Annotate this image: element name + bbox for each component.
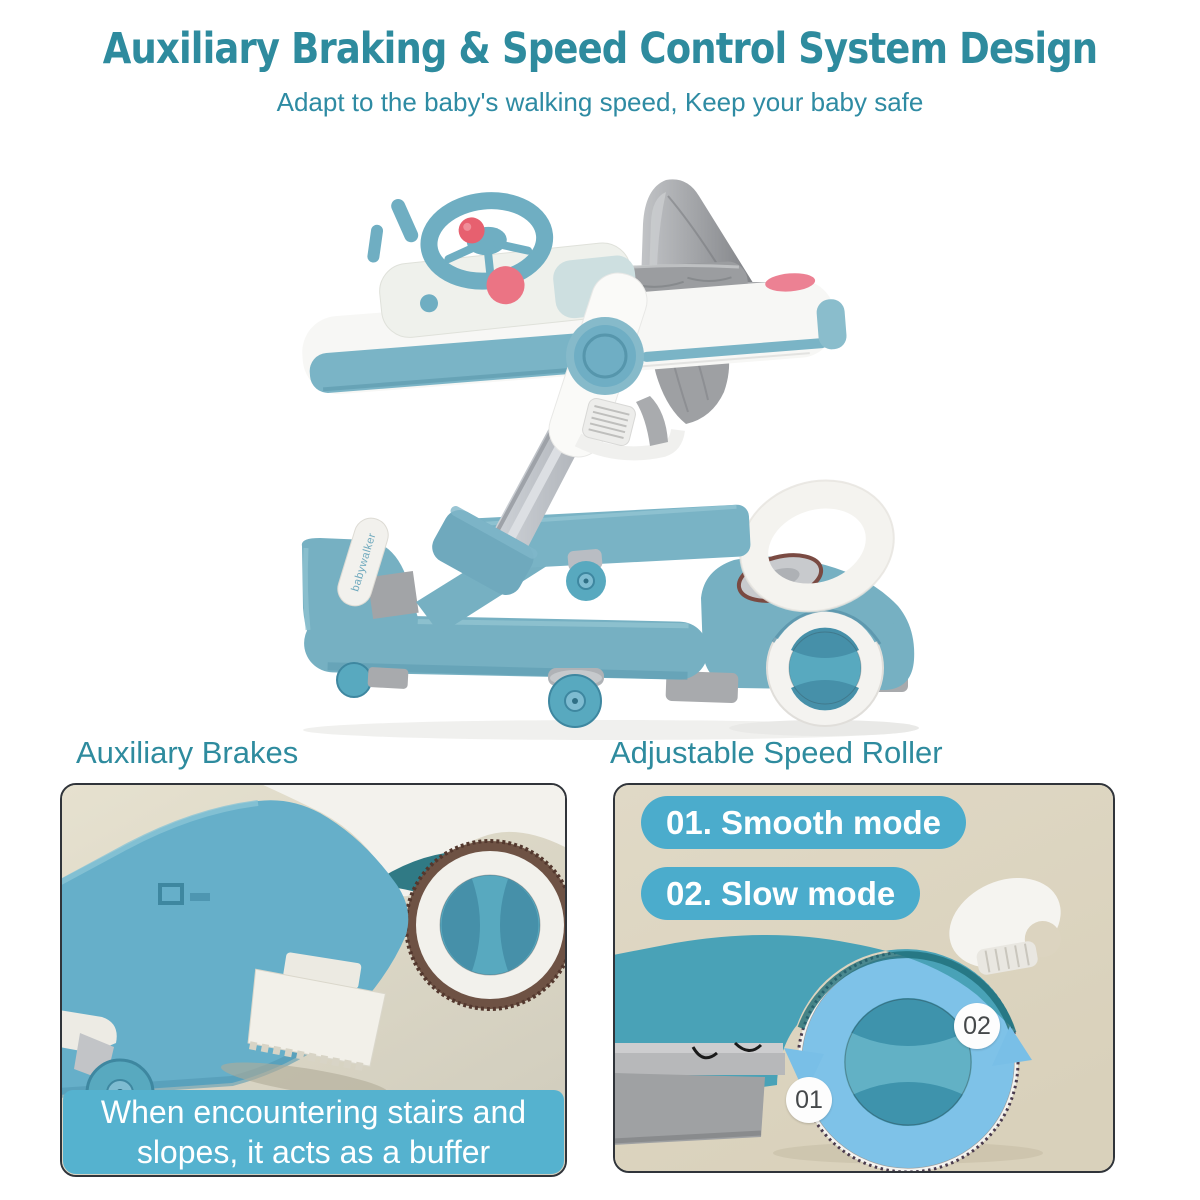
ground-shadow	[303, 720, 919, 740]
roller-section-title: Adjustable Speed Roller	[610, 735, 943, 770]
toy-pink-ball	[486, 266, 525, 305]
fold-hinge	[566, 317, 644, 395]
brake-cables	[691, 1041, 763, 1060]
handle-white	[263, 785, 565, 897]
toy-knob	[420, 294, 439, 313]
brakes-section-title: Auxiliary Brakes	[76, 735, 299, 770]
page-subtitle: Adapt to the baby's walking speed, Keep …	[276, 87, 924, 117]
rotation-arrow-ring	[802, 956, 1014, 1168]
column-sleeve	[432, 506, 538, 595]
toy-lever	[391, 199, 419, 243]
base-bracket	[367, 571, 419, 619]
roller-closeup-illustration	[615, 785, 1113, 1171]
toy-steering-wheel	[420, 192, 554, 290]
brand-logo-patch: babywalker	[337, 517, 389, 607]
push-handle-loop	[739, 479, 895, 613]
roller-photo: 01. Smooth mode 02. Slow mode 01 02	[613, 783, 1115, 1173]
latch-detail	[158, 883, 210, 905]
mode-1-badge: 01	[786, 1077, 832, 1123]
mode-2-badge: 02	[954, 1003, 1000, 1049]
product-photo: babywalker	[268, 150, 958, 750]
walker-side-view-illustration: babywalker	[301, 179, 919, 740]
front-left-caster	[336, 662, 409, 698]
slow-mode-pill: 02. Slow mode	[641, 867, 921, 920]
brakes-photo: When encountering stairs and slopes, it …	[60, 783, 567, 1177]
page-title: Auxiliary Braking & Speed Control System…	[102, 24, 1098, 74]
toy-lever-2	[367, 224, 384, 263]
rotation-arrows	[784, 1026, 1032, 1094]
base-highlight	[302, 547, 311, 631]
safety-strap	[574, 396, 685, 461]
brakes-caption-line1: When encountering stairs and	[100, 1094, 527, 1130]
brake-blocks	[615, 1041, 785, 1145]
mid-caster	[566, 549, 606, 601]
rear-wheel	[766, 609, 884, 727]
big-wheel	[404, 839, 565, 1011]
brake-pad-block	[220, 952, 389, 1099]
handle-end-piece	[949, 877, 1061, 975]
brakes-caption-line2: slopes, it acts as a buffer	[136, 1134, 491, 1170]
bottom-caster	[548, 668, 604, 728]
brakes-caption: When encountering stairs and slopes, it …	[63, 1090, 564, 1174]
smooth-mode-pill: 01. Smooth mode	[641, 796, 967, 849]
